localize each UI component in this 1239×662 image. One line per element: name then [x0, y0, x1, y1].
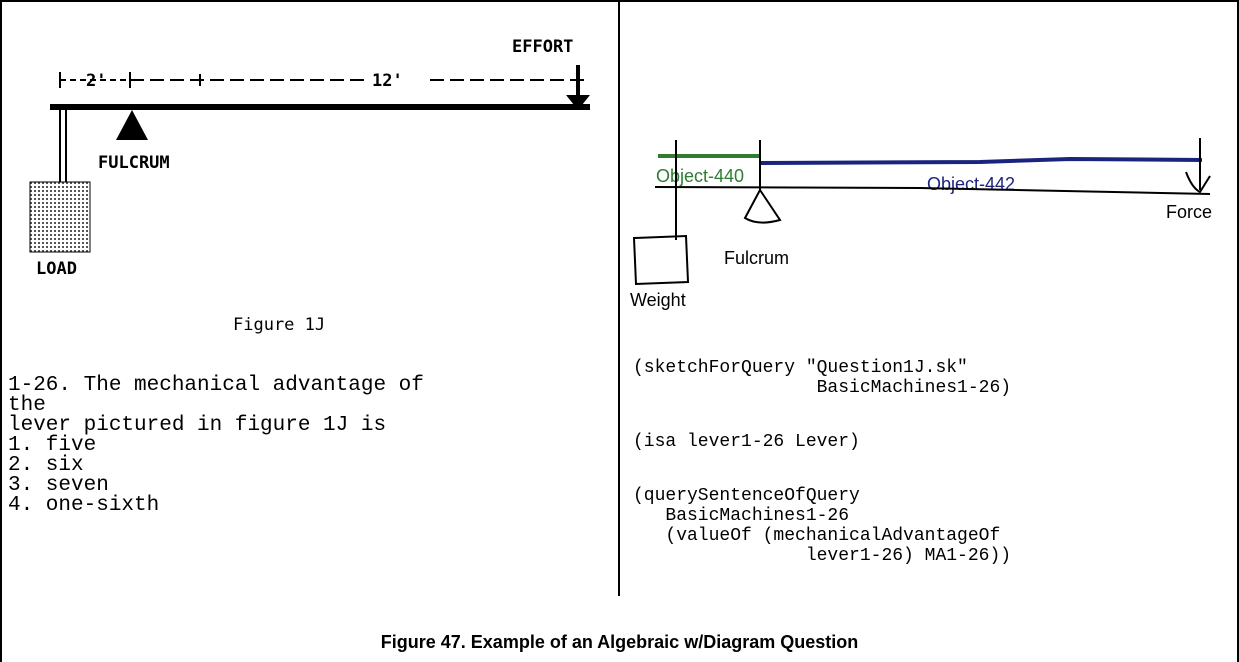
object-442-line [759, 156, 1203, 165]
code-query-sentence: (querySentenceOfQuery BasicMachines1-26 … [633, 486, 1011, 566]
effort-arrowhead-icon [566, 95, 590, 110]
dim-long-label: 12' [372, 71, 403, 91]
force-label: Force [1166, 202, 1212, 222]
load-label: LOAD [36, 259, 77, 279]
object-442-label: Object-442 [927, 174, 1015, 194]
answer-option: 2. six [8, 454, 84, 477]
frame-right [1237, 0, 1239, 662]
sketch-beam [654, 186, 1211, 195]
fulcrum-label: FULCRUM [98, 153, 170, 173]
weight-label: Weight [630, 290, 686, 310]
weight-box [632, 234, 690, 286]
answer-option: 4. one-sixth [8, 494, 160, 517]
object-440-label: Object-440 [656, 166, 744, 186]
sketch-diagram: Object-440 Object-442 Fulcrum Force Weig… [630, 138, 1212, 310]
code-line: lever1-26) MA1-26)) [633, 546, 1012, 566]
dim-short-label: 2' [86, 71, 106, 91]
fulcrum-triangle [116, 110, 148, 140]
force-arrow-icon [1185, 171, 1211, 194]
figure-label: Figure 1J [233, 315, 326, 335]
question-line: 1-26. The mechanical advantage of [8, 374, 424, 397]
code-line: BasicMachines1-26 [633, 506, 850, 526]
load-box [29, 181, 91, 253]
sketch-fulcrum-label: Fulcrum [724, 248, 789, 268]
lever-beam [50, 104, 590, 110]
lever-diagram: 2' 12' EFFORT FULCRUM LOAD [29, 37, 590, 279]
code-line: (valueOf (mechanicalAdvantageOf [633, 526, 1001, 546]
effort-label: EFFORT [512, 37, 573, 57]
code-line: (querySentenceOfQuery [633, 486, 860, 506]
answer-option: 1. five [8, 434, 97, 457]
answer-option: 3. seven [8, 474, 109, 497]
question-line: lever pictured in figure 1J is [8, 414, 387, 437]
sketch-fulcrum [743, 189, 782, 224]
frame-divider [618, 0, 620, 596]
figure-caption: Figure 47. Example of an Algebraic w/Dia… [380, 632, 859, 652]
code-line: BasicMachines1-26) [633, 378, 1012, 398]
question-line: the [8, 394, 46, 417]
code-isa: (isa lever1-26 Lever) [633, 432, 860, 452]
question-text: 1-26. The mechanical advantage of the le… [8, 374, 424, 517]
code-sketch-for-query: (sketchForQuery "Question1J.sk" BasicMac… [633, 358, 1011, 398]
frame-left [0, 0, 2, 662]
code-line: (isa lever1-26 Lever) [633, 432, 860, 452]
code-line: (sketchForQuery "Question1J.sk" [633, 358, 968, 378]
